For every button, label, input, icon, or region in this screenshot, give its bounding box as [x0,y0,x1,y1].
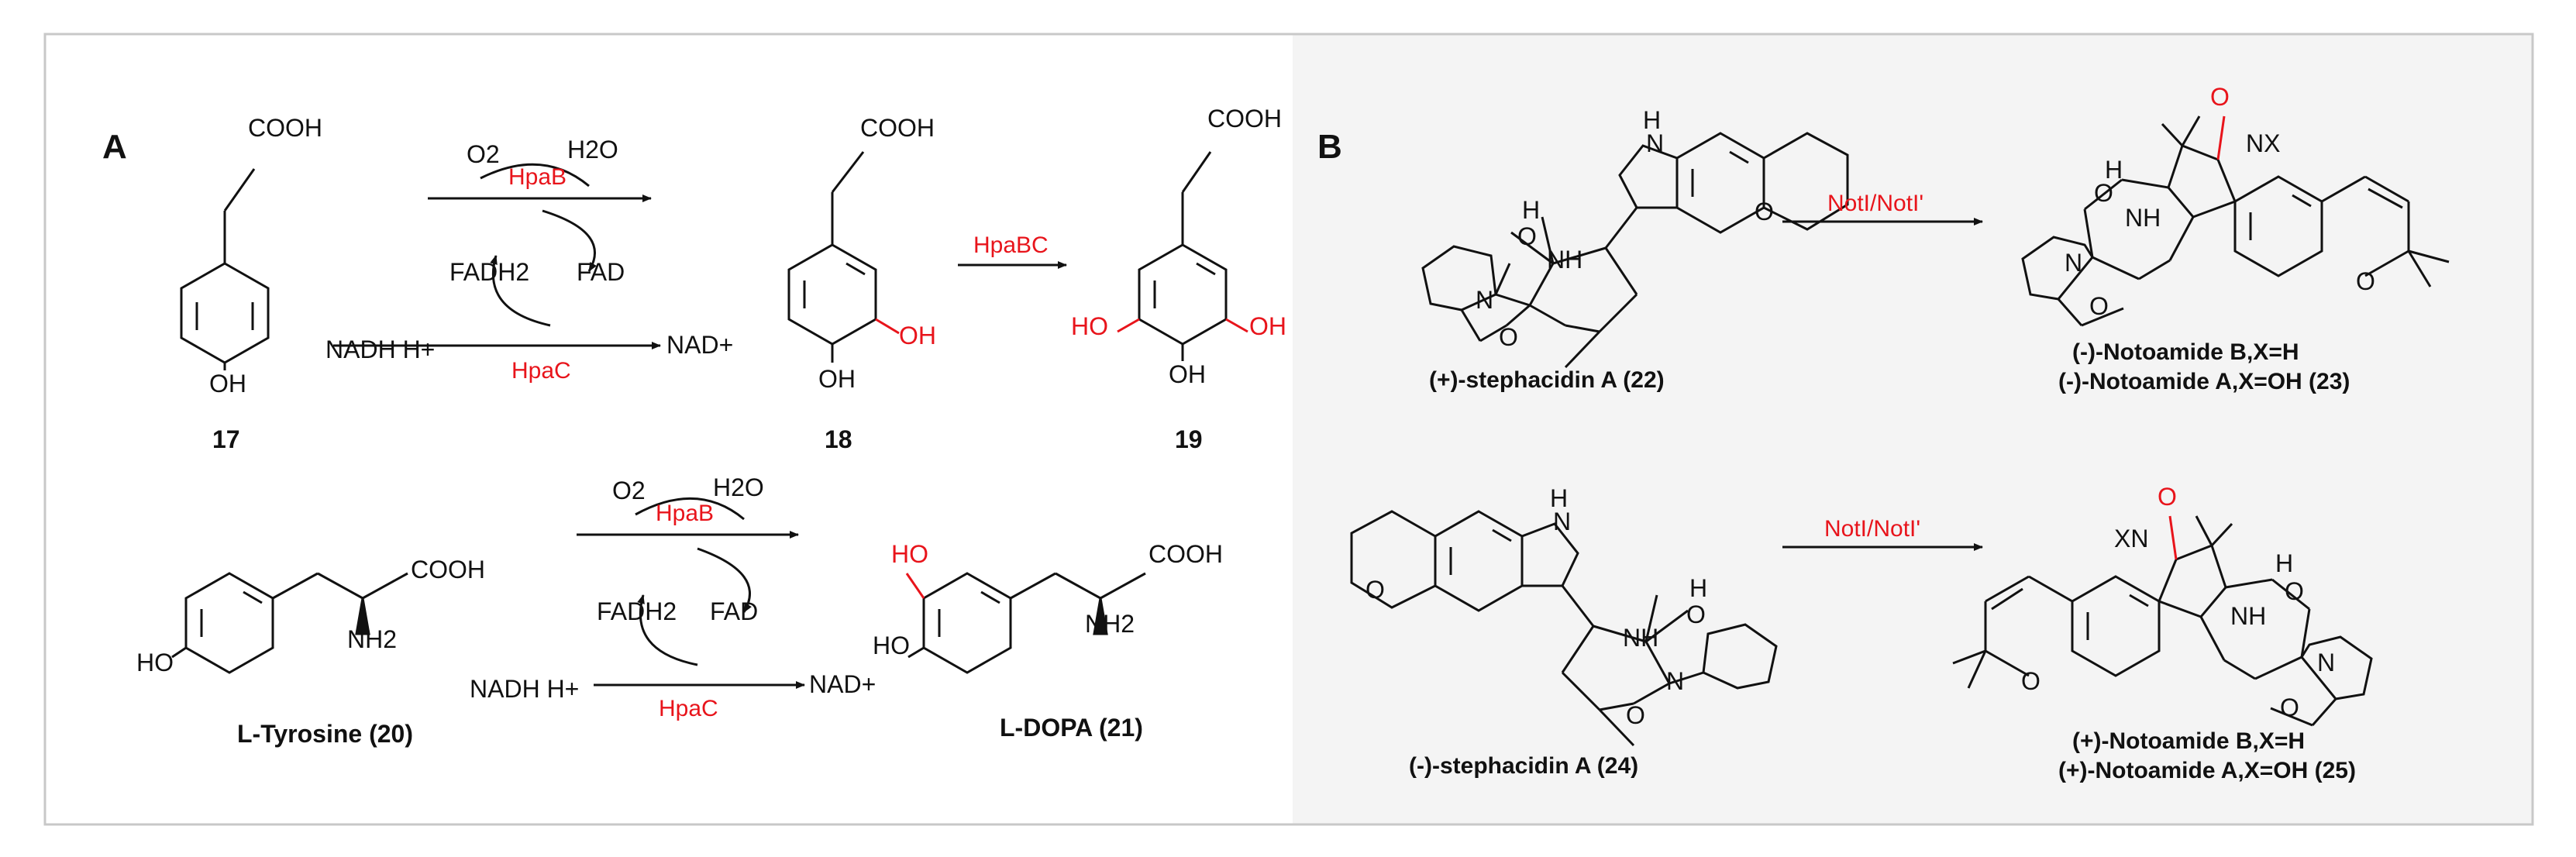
n23-o-red: O [2210,83,2230,111]
c18-oh-red: OH [899,322,936,349]
n23-n-ring: N [2065,249,2082,277]
s24-h-nh: H [1550,484,1568,512]
s24-n-ring: N [1666,667,1684,695]
compound-19 [1117,151,1248,361]
stephacidin-22-structure [1421,132,1849,369]
r3-hpab: HpaB [656,501,714,526]
c18-cooh: COOH [860,114,935,142]
s22-o-top: O [1517,222,1537,250]
n23-o-top: O [2094,179,2113,207]
dopa-ho: HO [873,632,910,659]
dopa-label: L-DOPA (21) [1000,714,1143,742]
c19-oh-red: OH [1249,312,1286,340]
r3-nad: NAD+ [809,670,876,698]
s24-o-top: O [1686,601,1706,628]
n25-n-ring: N [2317,649,2335,676]
n25-o-pyran: O [2021,667,2040,695]
r3-fad: FAD [710,597,758,625]
n25-nh: NH [2230,602,2266,630]
s24-h: H [1689,574,1707,602]
stephacidin-22-label: (+)-stephacidin A (22) [1429,367,1665,393]
tyr-nh2: NH2 [347,625,397,653]
bottom-enzyme: NotI/NotI' [1824,516,1920,542]
notoamide-23-structure [2021,115,2450,327]
s24-o-pyran: O [1365,576,1385,604]
tyr-ho: HO [136,649,174,676]
s22-o-bottom: O [1499,323,1518,351]
stephacidin-24-label: (-)-stephacidin A (24) [1409,753,1638,779]
c17-oh: OH [209,370,246,398]
r3-fadh2: FADH2 [597,597,677,625]
n23-o-bottom: O [2089,292,2109,320]
s22-n: N [1646,129,1664,157]
s24-o-bottom: O [1626,701,1645,729]
dopa-ho-red: HO [891,540,928,568]
dopa-cooh: COOH [1149,540,1223,568]
compound-dopa [905,572,1146,674]
s22-n-ring: N [1476,286,1493,314]
panel-a-label: A [102,128,127,166]
panel-b-background [1293,34,2533,824]
r1-nad: NAD+ [666,331,733,359]
n23-h: H [2105,156,2123,184]
r1-nadh: NADH H+ [325,336,435,363]
r3-h2o: H2O [713,473,764,501]
c19-oh: OH [1169,360,1206,388]
s22-nh: NH [1547,246,1582,274]
notoamide-25-line2: (+)-Notoamide A,X=OH (25) [2058,758,2356,783]
dopa-nh2: NH2 [1085,610,1135,638]
compound-19-label: 19 [1175,425,1203,453]
r1-h2o: H2O [567,136,618,163]
c19-ho-red: HO [1071,312,1108,340]
c18-oh: OH [818,365,856,393]
s22-o-pyran: O [1755,198,1774,225]
compound-tyrosine [171,572,408,674]
n25-o-top: O [2285,577,2304,605]
r3-o2: O2 [612,477,646,504]
tyr-cooh: COOH [411,556,485,583]
stephacidin-24-structure [1350,510,1778,747]
notoamide-23-line1: (-)-Notoamide B,X=H [2072,339,2299,365]
tyrosine-label: L-Tyrosine (20) [237,720,413,748]
r3-hpac: HpaC [659,696,718,721]
n23-o-pyran: O [2356,267,2375,295]
notoamide-23-line2: (-)-Notoamide A,X=OH (23) [2058,369,2350,394]
r1-hpac: HpaC [511,358,571,384]
s24-n: N [1553,508,1571,535]
n25-o-bottom: O [2280,694,2299,721]
s22-h-nh: H [1643,106,1661,134]
r1-o2: O2 [467,140,500,168]
reaction-1 [333,163,661,349]
r1-fadh2: FADH2 [449,258,529,286]
n25-xn: XN [2114,525,2148,552]
notoamide-25-structure [1952,515,2373,727]
compound-17-label: 17 [212,425,240,453]
compound-18 [787,151,900,363]
n23-nx: NX [2246,129,2280,157]
reaction-3 [577,497,805,689]
r3-nadh: NADH H+ [470,675,579,703]
compound-17 [180,168,270,370]
r1-hpab: HpaB [508,164,567,190]
figure-frame [43,33,2534,826]
c19-cooh: COOH [1207,105,1282,133]
s22-h: H [1522,196,1540,224]
notoamide-25-line1: (+)-Notoamide B,X=H [2072,728,2305,754]
n23-nh: NH [2125,204,2161,232]
n25-h: H [2275,549,2293,577]
s24-nh: NH [1623,624,1658,652]
c17-cooh: COOH [248,114,322,142]
r1-fad: FAD [577,258,625,286]
r2-hpabc: HpaBC [973,232,1049,258]
compound-18-label: 18 [825,425,852,453]
top-enzyme: NotI/NotI' [1827,191,1923,216]
panel-b-label: B [1317,128,1342,166]
n25-o-red: O [2158,483,2177,511]
